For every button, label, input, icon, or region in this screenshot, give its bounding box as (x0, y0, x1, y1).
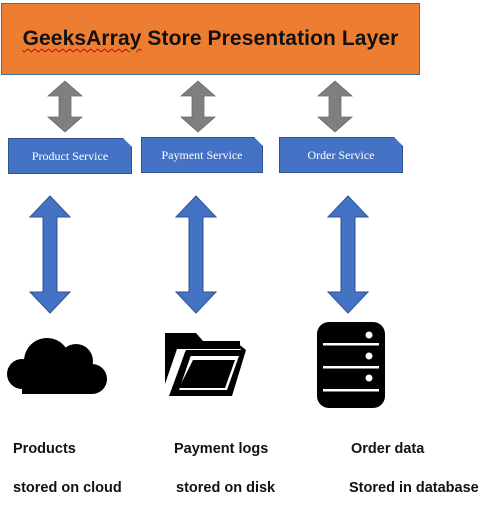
grey-double-arrow-payment (179, 80, 217, 133)
order-data-caption-line1: Order data (351, 441, 425, 457)
payment-logs-caption-line2: stored on disk (176, 480, 276, 496)
grey-double-arrow-product (46, 80, 84, 133)
banner-title: GeeksArray Store Presentation Layer (23, 27, 399, 51)
blue-double-arrow-product (28, 195, 72, 314)
payment-logs-caption-line1: Payment logs (174, 441, 269, 457)
blue-double-arrow-order (326, 195, 370, 314)
product-service-label: Product Service (31, 148, 109, 163)
blue-double-arrow-payment (174, 195, 218, 314)
presentation-layer-banner: GeeksArray Store Presentation Layer (1, 3, 420, 75)
grey-double-arrow-order (316, 80, 354, 133)
order-data-caption-line2: Stored in database (349, 480, 479, 496)
order-service-label: Order Service (307, 147, 375, 162)
banner-title-brand: GeeksArray (22, 27, 142, 50)
products-caption-line1: Products (13, 441, 76, 457)
order-service-box: Order Service (279, 137, 403, 173)
products-caption-line2: stored on cloud (13, 480, 122, 496)
cloud-icon (7, 338, 107, 394)
database-icon (317, 322, 385, 408)
banner-title-rest: Store Presentation Layer (141, 27, 399, 50)
product-service-box: Product Service (8, 138, 132, 174)
folder-icon (165, 333, 246, 396)
payment-service-label: Payment Service (161, 147, 243, 162)
payment-service-box: Payment Service (141, 137, 263, 173)
